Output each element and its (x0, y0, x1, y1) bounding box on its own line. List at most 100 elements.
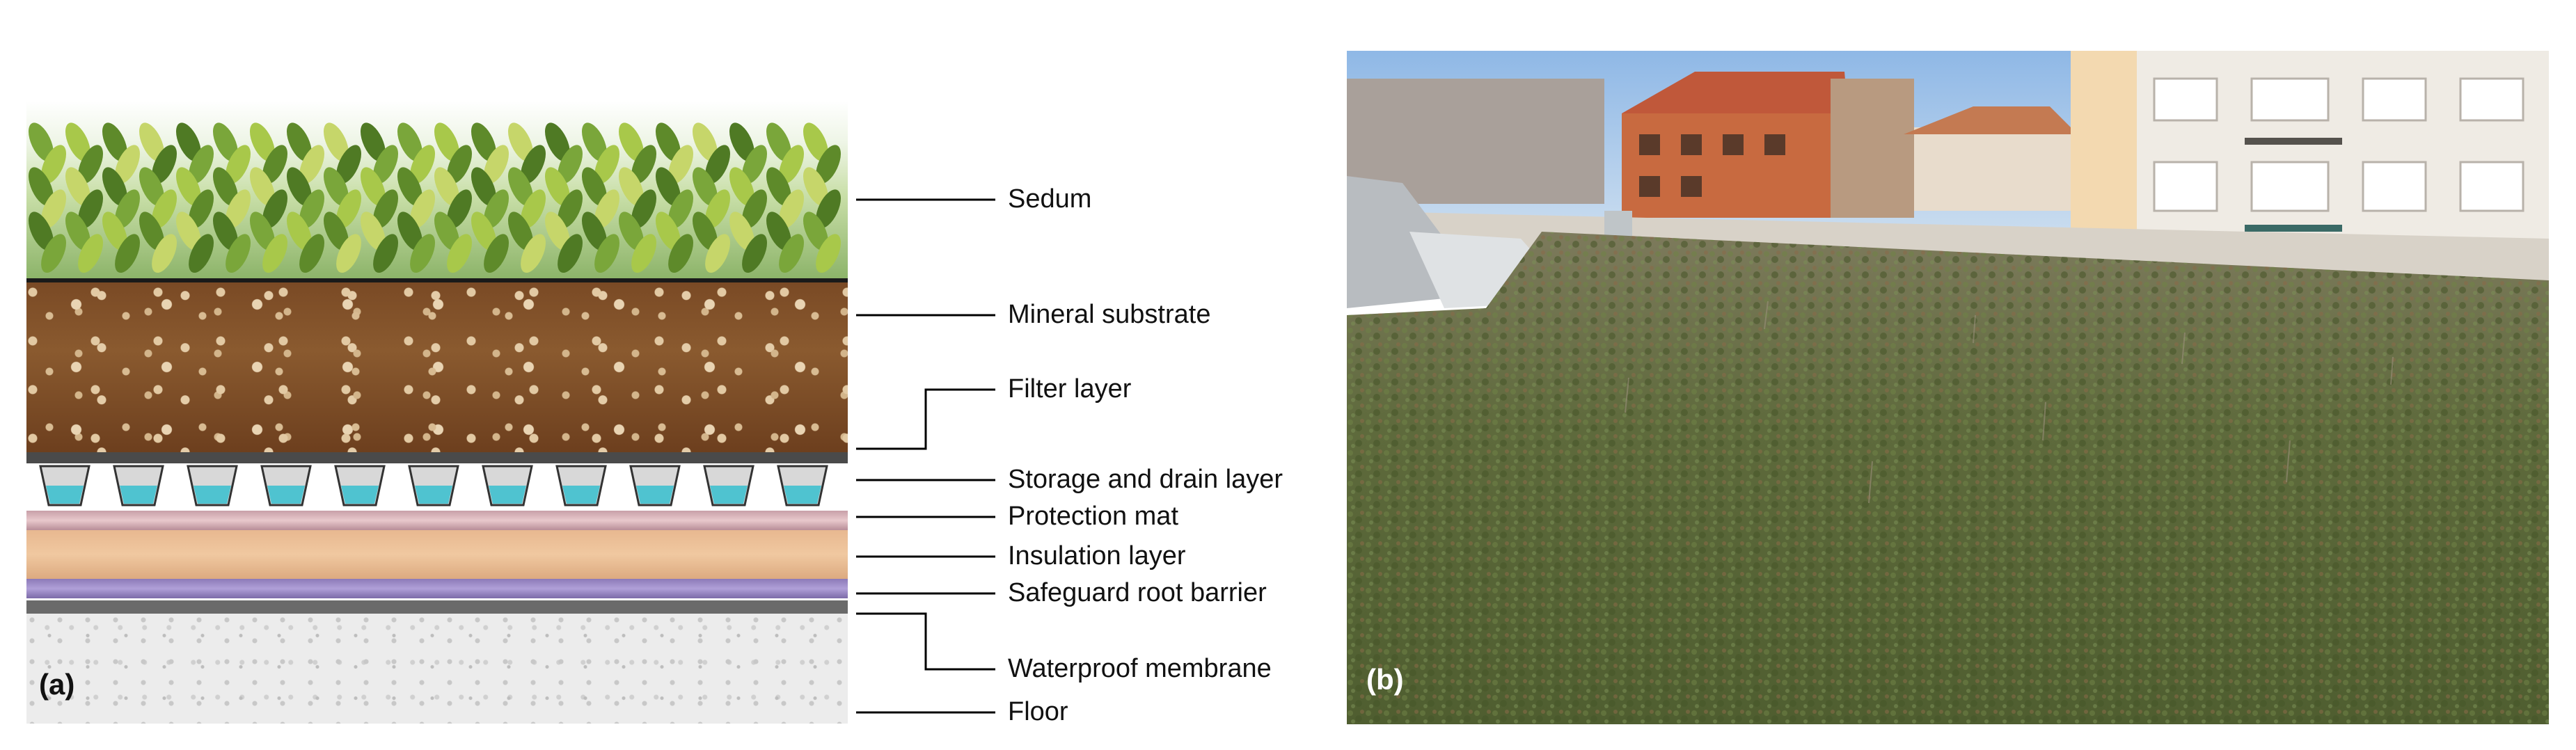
sedum-leaf (655, 122, 681, 162)
sedum-leaf (729, 212, 754, 251)
sedum-leaf (410, 189, 436, 229)
sedum-leaf (115, 145, 141, 184)
label-protection-mat: Protection mat (1008, 502, 1178, 531)
sedum-leaf (471, 122, 496, 162)
sedum-leaf (323, 212, 349, 251)
sedum-leaf (631, 189, 657, 229)
roof-photo-illustration (1347, 51, 2549, 724)
sedum-leaf (78, 145, 104, 184)
sedum-leaf (484, 234, 509, 273)
sedum-leaf (212, 122, 238, 162)
sedum-leaf (655, 212, 681, 251)
leader-lines (856, 198, 995, 714)
sedum-leaf (544, 122, 570, 162)
panel-a-label: (a) (39, 668, 75, 701)
label-filter-layer: Filter layer (1008, 374, 1132, 404)
sedum-leaf (262, 145, 288, 184)
sedum-leaf (447, 234, 473, 273)
storage-drain-layer (26, 463, 848, 511)
sedum-leaf (742, 234, 768, 273)
leader-membrane (856, 612, 995, 671)
sedum-leaf (286, 212, 312, 251)
sedum-leaf (102, 167, 127, 207)
drain-water (267, 486, 305, 504)
sedum-leaf (226, 189, 251, 229)
sedum-leaf (360, 212, 386, 251)
sedum-leaf (631, 234, 657, 273)
drain-water (710, 486, 748, 504)
sedum-leaf (521, 189, 546, 229)
sedum-leaf (373, 145, 399, 184)
sedum-leaf (397, 122, 422, 162)
sedum-leaf (434, 212, 459, 251)
insulation-layer (26, 530, 848, 579)
sedum-leaf (65, 122, 90, 162)
sedum-leaf (323, 167, 349, 207)
sedum-leaf (78, 189, 104, 229)
sedum-leaf (175, 167, 201, 207)
sedum-leaf (618, 212, 644, 251)
sedum-leaf (447, 145, 473, 184)
green-roof-photo: (b) (1347, 51, 2549, 724)
sedum-leaf (766, 122, 791, 162)
sedum-leaf (618, 167, 644, 207)
sedum-leaf (692, 122, 718, 162)
sedum-leaf (336, 234, 362, 273)
sedum-leaf (816, 145, 841, 184)
sedum-leaf (360, 122, 386, 162)
filter-layer (26, 452, 848, 463)
sedum-leaf (212, 167, 238, 207)
sedum-layer (26, 70, 848, 278)
sedum-leaf (28, 167, 54, 207)
sedum-leaf (471, 212, 496, 251)
sedum-leaf (668, 189, 694, 229)
drain-cups (39, 465, 828, 506)
sedum-leaf (262, 189, 288, 229)
sedum-leaf (189, 145, 214, 184)
sedum-leaf (766, 167, 791, 207)
sedum-leaf (139, 122, 164, 162)
sedum-leaf (581, 167, 607, 207)
sedum-leaf (507, 122, 533, 162)
sedum-leaf (618, 122, 644, 162)
waterproof-membrane-layer (26, 598, 848, 614)
mineral-substrate-layer (26, 278, 848, 452)
floor-layer (26, 614, 848, 724)
sedum-leaf (336, 145, 362, 184)
sedum-leaf (594, 145, 620, 184)
sedum-leaf (803, 167, 828, 207)
drain-water (415, 486, 452, 504)
label-root-barrier: Safeguard root barrier (1008, 578, 1267, 607)
sedum-leaf (594, 189, 620, 229)
sedum-leaf (28, 212, 54, 251)
sedum-leaf (692, 212, 718, 251)
drain-water (193, 486, 231, 504)
sedum-leaf (102, 122, 127, 162)
panel-b-label: (b) (1366, 663, 1404, 696)
drain-water (489, 486, 526, 504)
sedum-leaf (507, 167, 533, 207)
sedum-leaf (705, 145, 731, 184)
sedum-leaf (360, 167, 386, 207)
sedum-leaf (41, 189, 67, 229)
label-waterproof-membrane: Waterproof membrane (1008, 654, 1272, 683)
sedum-leaf (521, 145, 546, 184)
label-storage-drain-layer: Storage and drain layer (1008, 465, 1283, 494)
sedum-leaf (521, 234, 546, 273)
label-mineral-substrate: Mineral substrate (1008, 300, 1211, 329)
sedum-leaf (152, 145, 177, 184)
sedum-leaf (249, 167, 275, 207)
sedum-leaf (471, 167, 496, 207)
sedum-leaf (373, 189, 399, 229)
sedum-leaf (668, 145, 694, 184)
sedum-leaf (668, 234, 694, 273)
label-sedum: Sedum (1008, 184, 1092, 214)
label-floor: Floor (1008, 697, 1068, 726)
leader-filter (856, 388, 995, 450)
sedum-leaf (729, 167, 754, 207)
sedum-leaf (558, 234, 583, 273)
sedum-leaf (175, 212, 201, 251)
root-barrier-layer (26, 579, 848, 598)
orange-building (1622, 113, 1831, 218)
sedum-leaf (447, 189, 473, 229)
